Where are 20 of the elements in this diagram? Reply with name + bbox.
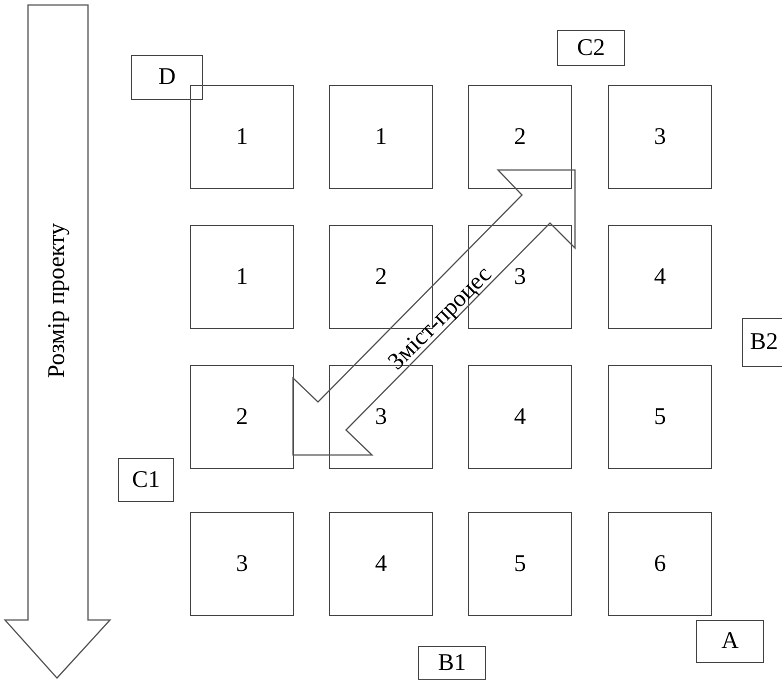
letter-box: A: [696, 620, 764, 663]
letter-box: B1: [418, 646, 486, 680]
letter-box: C2: [557, 30, 625, 66]
axis-label: Розмір проекту: [44, 222, 71, 378]
numbered-square: 4: [608, 225, 712, 329]
numbered-square: 2: [468, 85, 572, 189]
numbered-square: 6: [608, 512, 712, 616]
numbered-square: 2: [190, 365, 294, 469]
numbered-square: 1: [329, 85, 433, 189]
numbered-square: 1: [190, 225, 294, 329]
numbered-square: 5: [468, 512, 572, 616]
numbered-square: 4: [468, 365, 572, 469]
numbered-square: 4: [329, 512, 433, 616]
numbered-square: 1: [190, 85, 294, 189]
letter-box: B2: [742, 318, 782, 367]
numbered-square: 5: [608, 365, 712, 469]
letter-box: C1: [118, 458, 174, 502]
numbered-square: 3: [190, 512, 294, 616]
letter-box: D: [131, 55, 203, 100]
numbered-square: 3: [608, 85, 712, 189]
